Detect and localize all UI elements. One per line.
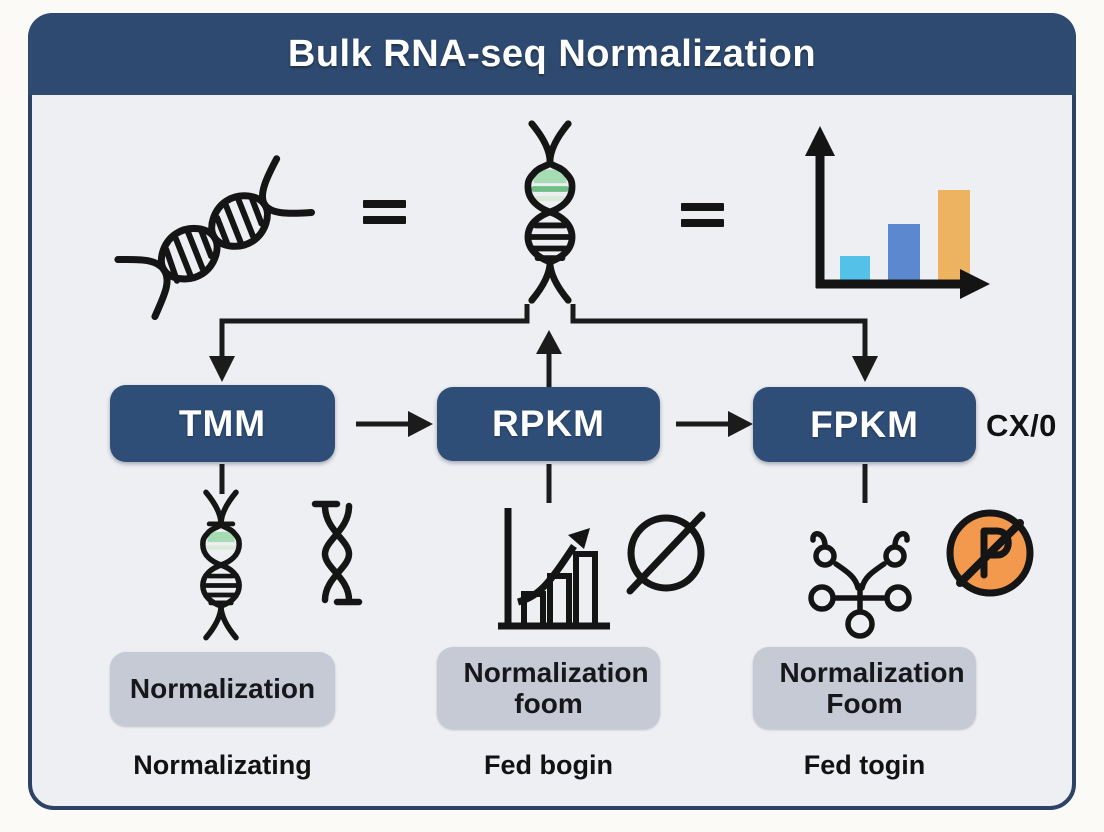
caption-rpkm: Fed bogin xyxy=(484,750,613,780)
node-tmm: TMM xyxy=(110,385,335,462)
diagram-header: Bulk RNA-seq Normalization xyxy=(28,13,1076,95)
node-tmm-label: TMM xyxy=(178,402,267,444)
node-rpkm-label: RPKM xyxy=(492,403,605,444)
equals-icon xyxy=(363,200,406,224)
pathway-network-icon xyxy=(798,498,923,643)
bar-chart-icon xyxy=(792,120,997,305)
dna-helix-vertical-icon xyxy=(504,116,596,308)
equals-bar xyxy=(363,216,406,224)
label-box-tmm: Normalization xyxy=(110,652,335,726)
growth-chart-icon xyxy=(492,496,617,636)
dna-helix-diagonal-icon xyxy=(100,138,332,334)
fpkm-annotation: CX/0 xyxy=(986,408,1057,443)
node-rpkm: RPKM xyxy=(437,387,660,461)
equals-bar xyxy=(681,203,724,211)
label-box-rpkm: Normalization foom xyxy=(437,647,660,729)
equals-bar xyxy=(681,219,724,227)
label-box-fpkm: Normalization Foom xyxy=(753,647,976,729)
label-box-rpkm-text: Normalization foom xyxy=(463,656,649,719)
equals-bar xyxy=(363,200,406,208)
caption-tmm: Normalizating xyxy=(133,750,312,780)
no-p-circle-icon xyxy=(942,505,1038,601)
equals-icon xyxy=(681,203,724,227)
label-box-tmm-text: Normalization xyxy=(129,673,316,705)
simple-helix-icon xyxy=(303,496,369,608)
label-box-fpkm-text: Normalization Foom xyxy=(779,656,965,719)
dna-helix-green-band-icon xyxy=(182,486,260,644)
null-set-icon xyxy=(616,503,716,603)
page-title: Bulk RNA-seq Normalization xyxy=(287,32,817,75)
node-fpkm: FPKM xyxy=(753,387,976,462)
node-fpkm-label: FPKM xyxy=(810,403,919,445)
caption-fpkm: Fed togin xyxy=(803,750,926,780)
